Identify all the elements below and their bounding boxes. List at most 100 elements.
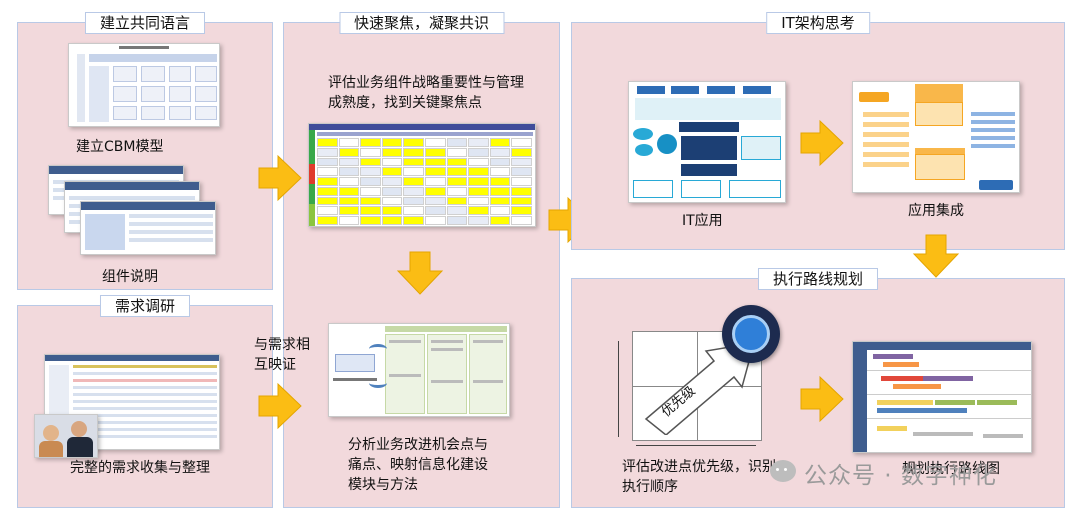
heatmap-cell: [446, 186, 468, 196]
arrow-down-focus: [396, 251, 444, 295]
priority-assess-label: 评估改进点优先级，识别执行顺序: [622, 459, 776, 495]
heatmap-cell: [317, 167, 338, 177]
heatmap-cell: [360, 196, 381, 206]
heatmap-cell: [425, 177, 446, 186]
heatmap-cell: [403, 177, 424, 186]
priority-circle-badge: [722, 305, 780, 363]
heatmap-cell: [468, 216, 489, 225]
heatmap-cell: [381, 157, 403, 167]
heatmap-cell: [489, 138, 511, 147]
heatmap-cell: [381, 138, 403, 147]
watermark: 公众号 · 数字神化: [770, 456, 1070, 490]
component-description-label: 组件说明: [102, 269, 158, 285]
roadmap-screenshot: [852, 341, 1032, 453]
panel-execution-roadmap: 执行路线规划 优先级 评估改进点优先级，识别执行顺序: [571, 268, 1065, 508]
heatmap-cell: [489, 216, 511, 225]
heatmap-cell: [468, 138, 489, 147]
heatmap-cell: [489, 177, 511, 186]
heatmap-cell: [425, 186, 446, 196]
heatmap-cell: [317, 196, 338, 206]
heatmap-grid: [317, 138, 533, 226]
it-application-screenshot: [628, 81, 786, 203]
heatmap-cell: [360, 138, 381, 147]
heatmap-cell: [446, 157, 468, 167]
heatmap-cell: [468, 167, 489, 177]
heatmap-cell: [468, 157, 489, 167]
heatmap-cell: [360, 206, 381, 216]
heatmap-cell: [360, 167, 381, 177]
wechat-icon: [770, 460, 796, 482]
arrow-right-research-to-focus: [258, 382, 302, 430]
component-sheet-front: [80, 201, 216, 255]
heatmap-cell: [338, 177, 360, 186]
heatmap-cell: [511, 196, 532, 206]
heatmap-cell: [489, 157, 511, 167]
panel-it-architecture: IT架构思考 IT应用: [571, 12, 1065, 250]
heatmap-cell: [381, 186, 403, 196]
heatmap-cell: [403, 216, 424, 225]
heatmap-cell: [446, 216, 468, 225]
heatmap-cell: [338, 206, 360, 216]
heatmap-cell: [489, 206, 511, 216]
analysis-screenshot: [328, 323, 510, 417]
heatmap-cell: [489, 167, 511, 177]
mutual-mapping-label: 与需求相互映证: [254, 337, 310, 373]
heatmap-cell: [317, 206, 338, 216]
heatmap-cell: [338, 167, 360, 177]
requirement-collect-label: 完整的需求收集与整理: [70, 460, 210, 476]
heatmap-cell: [425, 147, 446, 157]
panel-requirement-research: 需求调研 完整的需求收集与整理: [17, 295, 273, 508]
heatmap-cell: [360, 216, 381, 225]
heatmap-cell: [338, 186, 360, 196]
heatmap-cell: [381, 167, 403, 177]
heatmap-cell: [403, 186, 424, 196]
panel-title: 快速聚焦，凝聚共识: [338, 12, 505, 34]
heatmap-cell: [425, 206, 446, 216]
cbm-model-screenshot: [68, 43, 220, 127]
heatmap-cell: [338, 138, 360, 147]
heatmap-cell: [468, 206, 489, 216]
heatmap-cell: [446, 206, 468, 216]
heatmap-cell: [317, 157, 338, 167]
arrow-down-it-to-roadmap: [912, 234, 960, 278]
panel-title: IT架构思考: [766, 12, 870, 34]
heatmap-cell: [403, 196, 424, 206]
heatmap-cell: [338, 157, 360, 167]
heatmap-cell: [381, 177, 403, 186]
panel-title: 需求调研: [99, 295, 191, 317]
heatmap-cell: [511, 216, 532, 225]
heatmap-cell: [338, 196, 360, 206]
analyze-opportunity-label: 分析业务改进机会点与痛点、映射信息化建设模块与方法: [348, 437, 488, 493]
heatmap-cell: [425, 216, 446, 225]
heatmap-cell: [446, 177, 468, 186]
heatmap-cell: [381, 196, 403, 206]
heatmap-cell: [338, 147, 360, 157]
heatmap-cell: [489, 196, 511, 206]
heatmap-cell: [489, 147, 511, 157]
meeting-photo: [34, 414, 98, 458]
heatmap-cell: [360, 177, 381, 186]
heatmap-cell: [511, 167, 532, 177]
heatmap-cell: [381, 206, 403, 216]
heatmap-cell: [403, 138, 424, 147]
heatmap-cell: [381, 147, 403, 157]
arrow-right-priority-to-plan: [800, 375, 844, 423]
arrow-right-it-app-to-integration: [800, 119, 844, 167]
it-application-label: IT应用: [682, 213, 723, 229]
heatmap-cell: [317, 186, 338, 196]
heatmap-cell: [511, 206, 532, 216]
heatmap-screenshot: [308, 123, 536, 227]
panel-quick-focus: 快速聚焦，凝聚共识 评估业务组件战略重要性与管理成熟度，找到关键聚焦点 与需求相…: [254, 12, 560, 508]
heatmap-cell: [360, 157, 381, 167]
assess-component-label: 评估业务组件战略重要性与管理成熟度，找到关键聚焦点: [328, 75, 524, 111]
panel-common-language: 建立共同语言 建立CBM模型 组件说明: [17, 12, 273, 290]
heatmap-cell: [446, 147, 468, 157]
heatmap-cell: [446, 138, 468, 147]
heatmap-cell: [511, 186, 532, 196]
heatmap-cell: [446, 196, 468, 206]
app-integration-screenshot: [852, 81, 1020, 193]
heatmap-cell: [338, 216, 360, 225]
heatmap-cell: [489, 186, 511, 196]
heatmap-cell: [403, 167, 424, 177]
panel-title: 执行路线规划: [757, 268, 879, 290]
